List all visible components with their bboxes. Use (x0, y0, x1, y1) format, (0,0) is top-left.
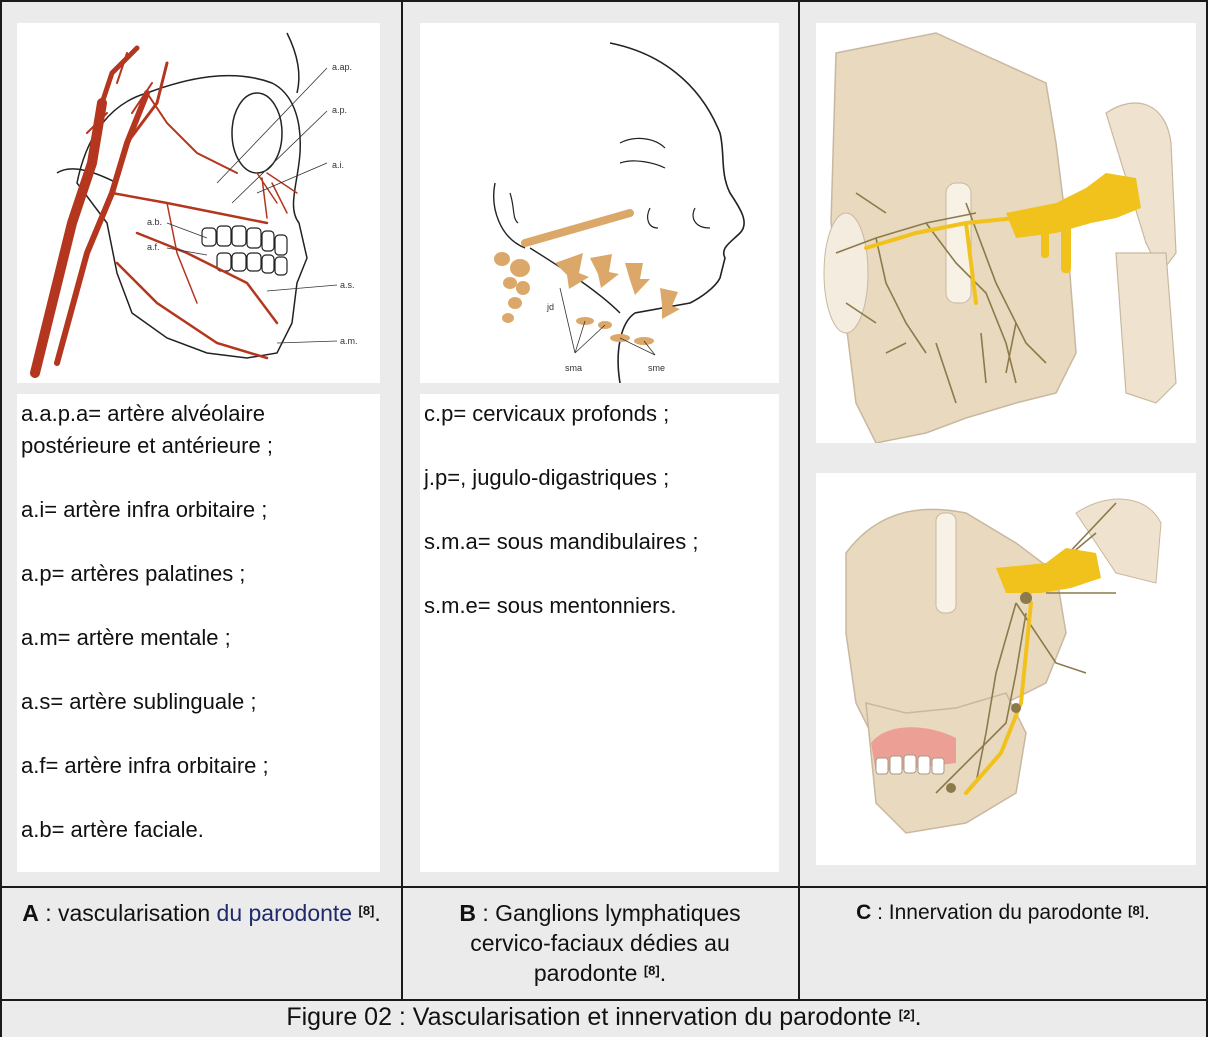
legend-item: s.m.e= sous mentonniers. (424, 590, 779, 622)
column-divider-2 (798, 0, 800, 1000)
innervation-illustration-upper (816, 23, 1196, 443)
label-a-i: a.i. (332, 160, 344, 170)
legend-item: c.p= cervicaux profonds ; (424, 398, 779, 430)
lymph-nodes-illustration: jd sma sme (420, 23, 779, 383)
caption-a-text: : vascularisation (39, 900, 217, 926)
caption-a-text-2: du parodonte (217, 900, 353, 926)
legend-item: a.a.p.a= artère alvéolaire postérieure e… (21, 398, 380, 462)
innervation-illustration-lower (816, 473, 1196, 865)
caption-b-ref: [8] (644, 963, 660, 978)
caption-b-letter: B (459, 900, 476, 926)
caption-c-ref: [8] (1128, 903, 1144, 918)
legend-item: a.s= artère sublinguale ; (21, 686, 380, 718)
legend-item: a.p= artères palatines ; (21, 558, 380, 590)
legend-item: a.m= artère mentale ; (21, 622, 380, 654)
caption-a-letter: A (22, 900, 39, 926)
label-a-b: a.b. (147, 217, 162, 227)
label-a-s: a.s. (340, 280, 355, 290)
label-jd: jd (546, 302, 554, 312)
caption-b-text: : Ganglions lymphatiques cervico-faciaux… (470, 900, 740, 986)
caption-c-letter: C (856, 901, 871, 924)
caption-a: A : vascularisation du parodonte [8]. (2, 898, 401, 928)
legend-item: a.f= artère infra orbitaire ; (21, 750, 380, 782)
caption-a-ref: [8] (359, 903, 375, 918)
vascularisation-illustration: a.ap. a.p. a.i. a.b. a.f. a.s. a.m. (17, 23, 380, 383)
caption-b: B : Ganglions lymphatiques cervico-facia… (430, 898, 770, 988)
label-a-ap: a.ap. (332, 62, 352, 72)
label-a-p: a.p. (332, 105, 347, 115)
legend-item: s.m.a= sous mandibulaires ; (424, 526, 779, 558)
table-border-left (0, 0, 2, 1037)
column-divider-1 (401, 0, 403, 1000)
table-border-top (0, 0, 1208, 2)
legend-item: a.b= artère faciale. (21, 814, 380, 846)
label-a-m: a.m. (340, 336, 358, 346)
vascularisation-legend: a.a.p.a= artère alvéolaire postérieure e… (17, 394, 380, 872)
label-sme: sme (648, 363, 665, 373)
label-sma: sma (565, 363, 582, 373)
legend-item: a.i= artère infra orbitaire ; (21, 494, 380, 526)
label-a-f: a.f. (147, 242, 160, 252)
caption-c-text: : Innervation du parodonte (871, 901, 1122, 924)
figure-caption-ref: [2] (899, 1007, 915, 1022)
figure-caption-text: Figure 02 : Vascularisation et innervati… (286, 1003, 891, 1031)
row-divider-captions (0, 886, 1208, 888)
figure-caption: Figure 02 : Vascularisation et innervati… (0, 1000, 1208, 1034)
legend-item: j.p=, jugulo-digastriques ; (424, 462, 779, 494)
lymph-nodes-legend: c.p= cervicaux profonds ; j.p=, jugulo-d… (420, 394, 779, 872)
caption-c: C : Innervation du parodonte [8]. (800, 898, 1206, 928)
